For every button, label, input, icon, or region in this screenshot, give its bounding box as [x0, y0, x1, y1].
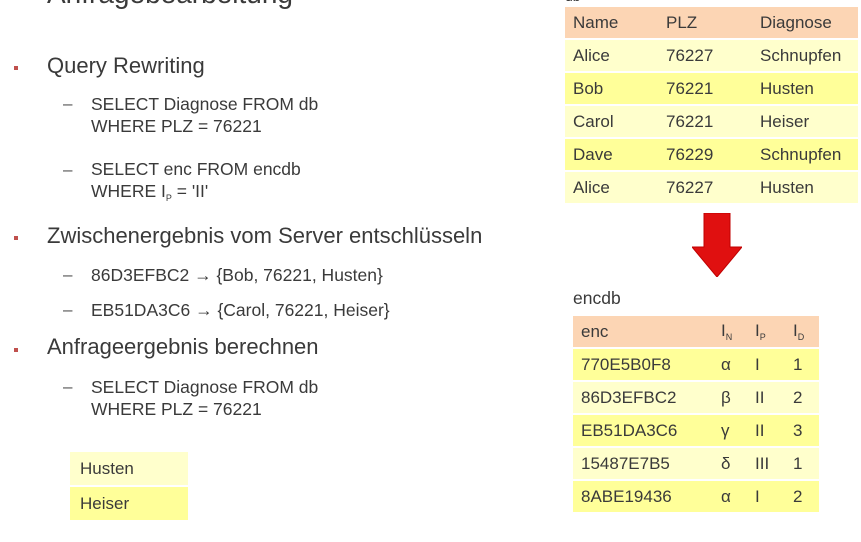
- table-cell: III: [747, 448, 785, 479]
- table-row: 86D3EFBC2 β II 2: [573, 382, 819, 413]
- sub-item-decrypt-1: 86D3EFBC2 → {Bob, 76221, Husten}: [91, 265, 383, 285]
- table-header-row: enc IN IP ID: [573, 316, 819, 347]
- table-row: Alice 76227 Husten: [565, 172, 858, 203]
- table-row: 15487E7B5 δ III 1: [573, 448, 819, 479]
- table-row: Alice 76227 Schnupfen: [565, 40, 858, 71]
- bullet-marker: [14, 236, 18, 240]
- header-cell: enc: [573, 316, 713, 347]
- bullet-compute-result: Anfrageergebnis berechnen: [47, 334, 319, 359]
- query-line: WHERE PLZ = 76221: [91, 399, 262, 419]
- sub-item-query-1: SELECT Diagnose FROM db WHERE PLZ = 7622…: [91, 93, 318, 137]
- sub-bullet-dash: –: [63, 300, 73, 319]
- bullet-marker: [14, 348, 18, 352]
- table-cell: II: [747, 382, 785, 413]
- table-cell: II: [747, 415, 785, 446]
- sub-item-query-3: SELECT Diagnose FROM db WHERE PLZ = 7622…: [91, 376, 318, 420]
- sub-bullet-dash: –: [63, 160, 73, 179]
- table-cell: 76229: [658, 139, 752, 170]
- sub-bullet-dash: –: [63, 377, 73, 396]
- encdb-table-label: encdb: [573, 288, 621, 308]
- table-row: Bob 76221 Husten: [565, 73, 858, 104]
- table-cell: 76221: [658, 106, 752, 137]
- encdb-table: enc IN IP ID 770E5B0F8 α I 1 86D3EFBC2 β…: [573, 314, 819, 514]
- table-cell: Husten: [752, 73, 858, 104]
- table-cell: 15487E7B5: [573, 448, 713, 479]
- query-line: WHERE PLZ = 76221: [91, 116, 262, 136]
- table-cell: I: [747, 481, 785, 512]
- sub-item-decrypt-2: EB51DA3C6 → {Carol, 76221, Heiser}: [91, 300, 390, 320]
- table-cell: I: [747, 349, 785, 380]
- table-cell: α: [713, 481, 747, 512]
- table-cell: Schnupfen: [752, 139, 858, 170]
- result-row: Heiser: [70, 487, 188, 520]
- result-table: Husten Heiser: [70, 452, 188, 522]
- table-header-row: Name PLZ Diagnose: [565, 7, 858, 38]
- header-cell: ID: [785, 316, 819, 347]
- table-cell: 2: [785, 382, 819, 413]
- table-cell: α: [713, 349, 747, 380]
- result-row: Husten: [70, 452, 188, 485]
- table-cell: Carol: [565, 106, 658, 137]
- table-cell: EB51DA3C6: [573, 415, 713, 446]
- sub-item-query-2: SELECT enc FROM encdb WHERE IP = 'II': [91, 158, 301, 209]
- table-cell: 2: [785, 481, 819, 512]
- query-line: WHERE IP = 'II': [91, 181, 209, 203]
- header-cell: Diagnose: [752, 7, 858, 38]
- down-arrow-icon: [692, 213, 742, 277]
- bullet-marker: [14, 66, 18, 70]
- table-cell: Bob: [565, 73, 658, 104]
- sub-bullet-dash: –: [63, 265, 73, 284]
- header-cell: IP: [747, 316, 785, 347]
- bullet-query-rewriting: Query Rewriting: [47, 53, 205, 78]
- header-cell: IN: [713, 316, 747, 347]
- table-cell: Husten: [752, 172, 858, 203]
- table-row: EB51DA3C6 γ II 3: [573, 415, 819, 446]
- table-cell: Schnupfen: [752, 40, 858, 71]
- db-table-label: db: [565, 0, 581, 4]
- table-cell: 1: [785, 349, 819, 380]
- table-cell: 1: [785, 448, 819, 479]
- table-cell: Alice: [565, 172, 658, 203]
- table-row: 770E5B0F8 α I 1: [573, 349, 819, 380]
- header-cell: Name: [565, 7, 658, 38]
- sub-bullet-dash: –: [63, 94, 73, 113]
- db-table: Name PLZ Diagnose Alice 76227 Schnupfen …: [565, 5, 858, 205]
- query-line: SELECT enc FROM encdb: [91, 159, 301, 179]
- table-cell: 76221: [658, 73, 752, 104]
- table-row: 8ABE19436 α I 2: [573, 481, 819, 512]
- table-cell: Dave: [565, 139, 658, 170]
- table-cell: 86D3EFBC2: [573, 382, 713, 413]
- table-row: Carol 76221 Heiser: [565, 106, 858, 137]
- table-cell: 8ABE19436: [573, 481, 713, 512]
- table-cell: 76227: [658, 172, 752, 203]
- table-cell: γ: [713, 415, 747, 446]
- table-cell: δ: [713, 448, 747, 479]
- table-cell: 770E5B0F8: [573, 349, 713, 380]
- query-line: SELECT Diagnose FROM db: [91, 94, 319, 114]
- table-cell: Alice: [565, 40, 658, 71]
- header-cell: PLZ: [658, 7, 752, 38]
- table-row: Dave 76229 Schnupfen: [565, 139, 858, 170]
- slide-title: Anfragebearbeitung: [47, 0, 293, 10]
- table-cell: 3: [785, 415, 819, 446]
- bullet-decrypt: Zwischenergebnis vom Server entschlüssel…: [47, 223, 483, 248]
- table-cell: Heiser: [752, 106, 858, 137]
- table-cell: 76227: [658, 40, 752, 71]
- query-line: SELECT Diagnose FROM db: [91, 377, 319, 397]
- table-cell: β: [713, 382, 747, 413]
